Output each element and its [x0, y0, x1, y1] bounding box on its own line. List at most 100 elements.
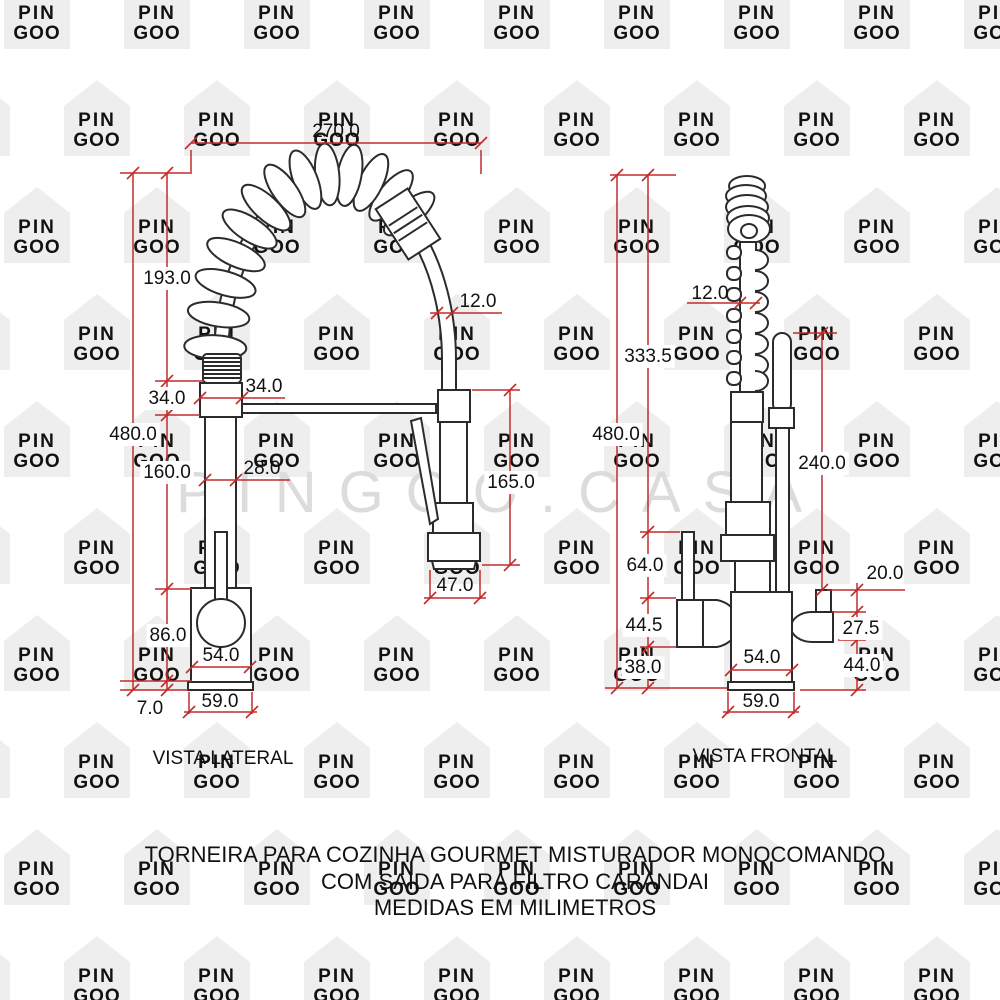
svg-text:GOO: GOO — [0, 772, 1, 793]
svg-text:GOO: GOO — [433, 130, 480, 151]
front-riser — [730, 421, 763, 503]
svg-text:GOO: GOO — [673, 772, 720, 793]
svg-text:GOO: GOO — [913, 772, 960, 793]
dim-frontal-spout-height: 27.5 — [843, 618, 880, 639]
svg-text:GOO: GOO — [553, 772, 600, 793]
svg-text:PIN: PIN — [258, 645, 296, 666]
svg-text:PIN: PIN — [738, 3, 776, 24]
svg-text:PIN: PIN — [138, 645, 176, 666]
filter-spout-nub — [815, 589, 832, 613]
title-line-3: MEDIDAS EM MILIMETROS — [374, 895, 656, 920]
svg-text:GOO: GOO — [853, 451, 900, 472]
svg-text:GOO: GOO — [193, 772, 240, 793]
dim-lateral-hose-diameter: 12.0 — [460, 291, 497, 312]
svg-text:PIN: PIN — [78, 966, 116, 987]
front-trunk — [730, 591, 793, 683]
svg-text:PIN: PIN — [18, 645, 56, 666]
svg-text:GOO: GOO — [973, 23, 1000, 44]
svg-text:PIN: PIN — [858, 3, 896, 24]
svg-text:PIN: PIN — [78, 324, 116, 345]
cartridge-block-b — [720, 534, 775, 562]
svg-text:GOO: GOO — [193, 130, 240, 151]
svg-text:GOO: GOO — [73, 344, 120, 365]
svg-text:PIN: PIN — [498, 3, 536, 24]
svg-text:GOO: GOO — [973, 879, 1000, 900]
dim-frontal-hose-diameter: 12.0 — [692, 283, 729, 304]
svg-text:GOO: GOO — [373, 879, 420, 900]
svg-text:PIN: PIN — [918, 966, 956, 987]
title-block: TORNEIRA PARA COZINHA GOURMET MISTURADOR… — [145, 842, 886, 920]
svg-text:GOO: GOO — [913, 986, 960, 1000]
svg-text:GOO: GOO — [373, 665, 420, 686]
svg-text:PIN: PIN — [798, 110, 836, 131]
svg-text:PIN: PIN — [558, 110, 596, 131]
title-line-2: COM SAIDA PARA FILTRO CARANDAI — [321, 869, 709, 894]
svg-text:PIN: PIN — [438, 752, 476, 773]
svg-text:PIN: PIN — [678, 110, 716, 131]
svg-text:PIN: PIN — [198, 752, 236, 773]
handle-shaft — [775, 427, 790, 593]
svg-text:GOO: GOO — [853, 879, 900, 900]
svg-text:PIN: PIN — [378, 859, 416, 880]
svg-text:GOO: GOO — [733, 23, 780, 44]
svg-text:PIN: PIN — [378, 431, 416, 452]
dim-lateral-spray-height: 165.0 — [487, 472, 535, 493]
svg-text:GOO: GOO — [853, 23, 900, 44]
svg-text:PIN: PIN — [978, 431, 1000, 452]
front-base-plate — [727, 681, 795, 691]
handle-joint — [768, 407, 795, 429]
svg-text:GOO: GOO — [133, 879, 180, 900]
svg-text:GOO: GOO — [253, 879, 300, 900]
svg-text:GOO: GOO — [73, 772, 120, 793]
front-neck-lower — [734, 560, 771, 593]
svg-text:GOO: GOO — [73, 558, 120, 579]
svg-text:GOO: GOO — [13, 879, 60, 900]
svg-text:PIN: PIN — [978, 217, 1000, 238]
dim-frontal-upper-height: 333.5 — [624, 346, 672, 367]
dim-frontal-spout-nub-height: 20.0 — [867, 563, 904, 584]
svg-text:PIN: PIN — [318, 966, 356, 987]
svg-text:GOO: GOO — [733, 879, 780, 900]
svg-text:PIN: PIN — [858, 217, 896, 238]
svg-text:PIN: PIN — [138, 217, 176, 238]
svg-text:GOO: GOO — [13, 451, 60, 472]
frontal-view-drawing — [676, 175, 834, 691]
svg-text:PIN: PIN — [258, 3, 296, 24]
svg-text:PIN: PIN — [738, 859, 776, 880]
svg-text:PIN: PIN — [618, 217, 656, 238]
svg-text:PIN: PIN — [318, 538, 356, 559]
filter-spout — [790, 611, 834, 643]
svg-text:GOO: GOO — [553, 986, 600, 1000]
svg-text:GOO: GOO — [793, 986, 840, 1000]
frontal-view-label: VISTA FRONTAL — [693, 746, 838, 767]
hose-clamp — [374, 187, 442, 261]
svg-text:GOO: GOO — [373, 23, 420, 44]
dim-lateral-spring-height: 193.0 — [143, 268, 191, 289]
cartridge-block-a — [725, 501, 771, 536]
svg-text:GOO: GOO — [673, 344, 720, 365]
svg-text:PIN: PIN — [918, 538, 956, 559]
title-line-1: TORNEIRA PARA COZINHA GOURMET MISTURADOR… — [145, 842, 886, 867]
svg-text:GOO: GOO — [493, 451, 540, 472]
svg-text:PIN: PIN — [798, 538, 836, 559]
svg-text:GOO: GOO — [253, 451, 300, 472]
spray-lever — [409, 416, 440, 526]
dim-lateral-base-height: 86.0 — [150, 625, 187, 646]
svg-text:GOO: GOO — [553, 558, 600, 579]
svg-text:GOO: GOO — [13, 665, 60, 686]
svg-text:GOO: GOO — [13, 237, 60, 258]
svg-text:GOO: GOO — [13, 23, 60, 44]
svg-text:GOO: GOO — [973, 237, 1000, 258]
svg-text:PIN: PIN — [18, 3, 56, 24]
svg-text:GOO: GOO — [73, 986, 120, 1000]
svg-text:PIN: PIN — [378, 645, 416, 666]
svg-text:GOO: GOO — [793, 130, 840, 151]
dim-frontal-lever-height: 64.0 — [627, 555, 664, 576]
neck-block — [199, 382, 243, 418]
svg-text:GOO: GOO — [673, 130, 720, 151]
svg-text:PIN: PIN — [978, 645, 1000, 666]
svg-text:GOO: GOO — [673, 558, 720, 579]
svg-text:PIN: PIN — [18, 217, 56, 238]
svg-text:PIN: PIN — [318, 110, 356, 131]
